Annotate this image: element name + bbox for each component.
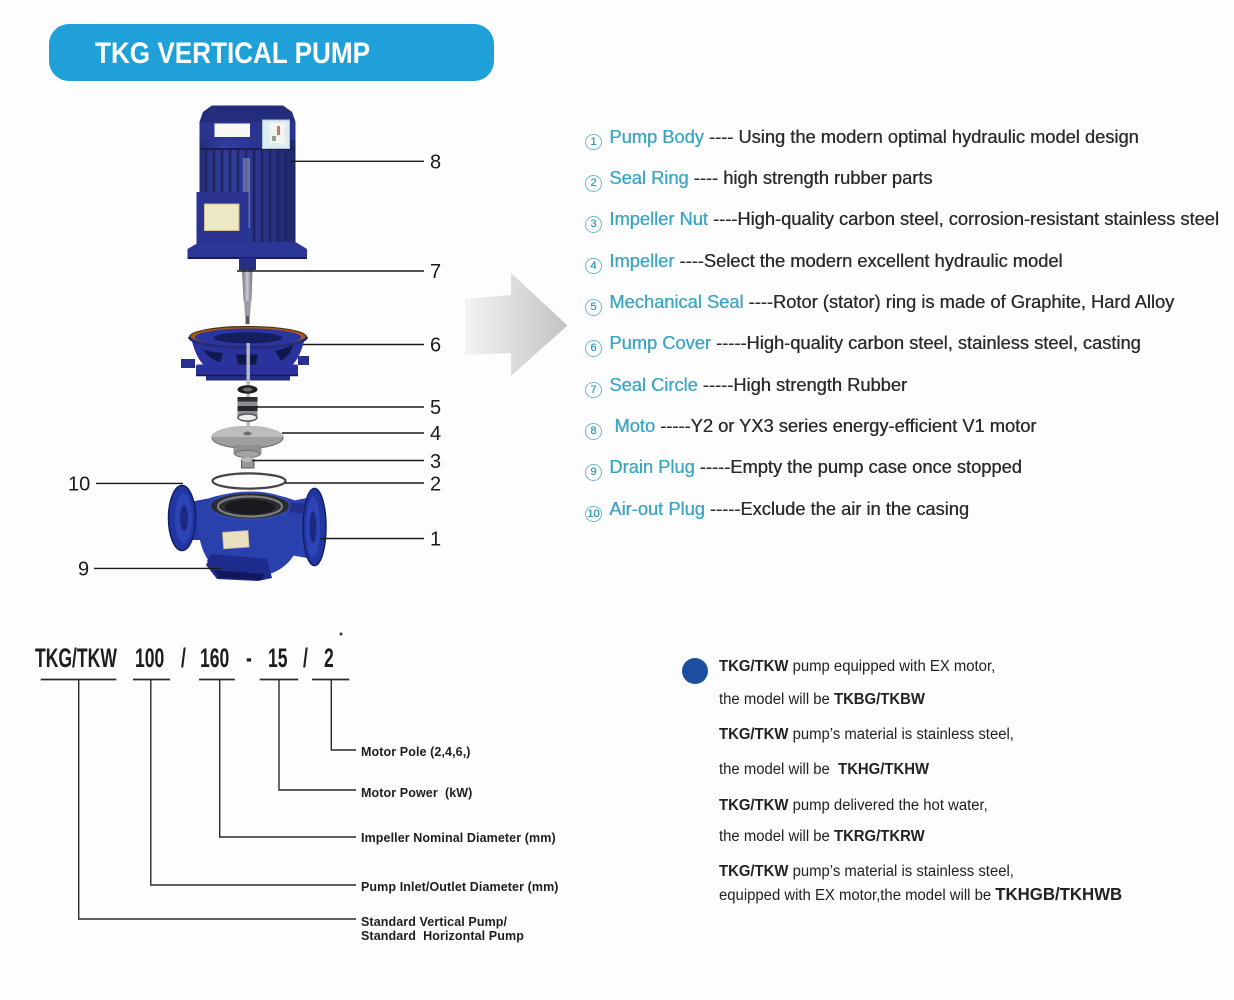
svg-text:3: 3 bbox=[430, 451, 441, 473]
svg-text:1: 1 bbox=[430, 529, 441, 551]
svg-text:9: 9 bbox=[78, 559, 89, 581]
svg-text:7: 7 bbox=[430, 261, 441, 283]
svg-text:8: 8 bbox=[430, 152, 441, 174]
svg-text:2: 2 bbox=[430, 474, 441, 496]
svg-text:6: 6 bbox=[430, 335, 441, 357]
svg-text:10: 10 bbox=[68, 474, 90, 496]
svg-text:4: 4 bbox=[430, 423, 441, 445]
svg-text:5: 5 bbox=[430, 397, 441, 419]
